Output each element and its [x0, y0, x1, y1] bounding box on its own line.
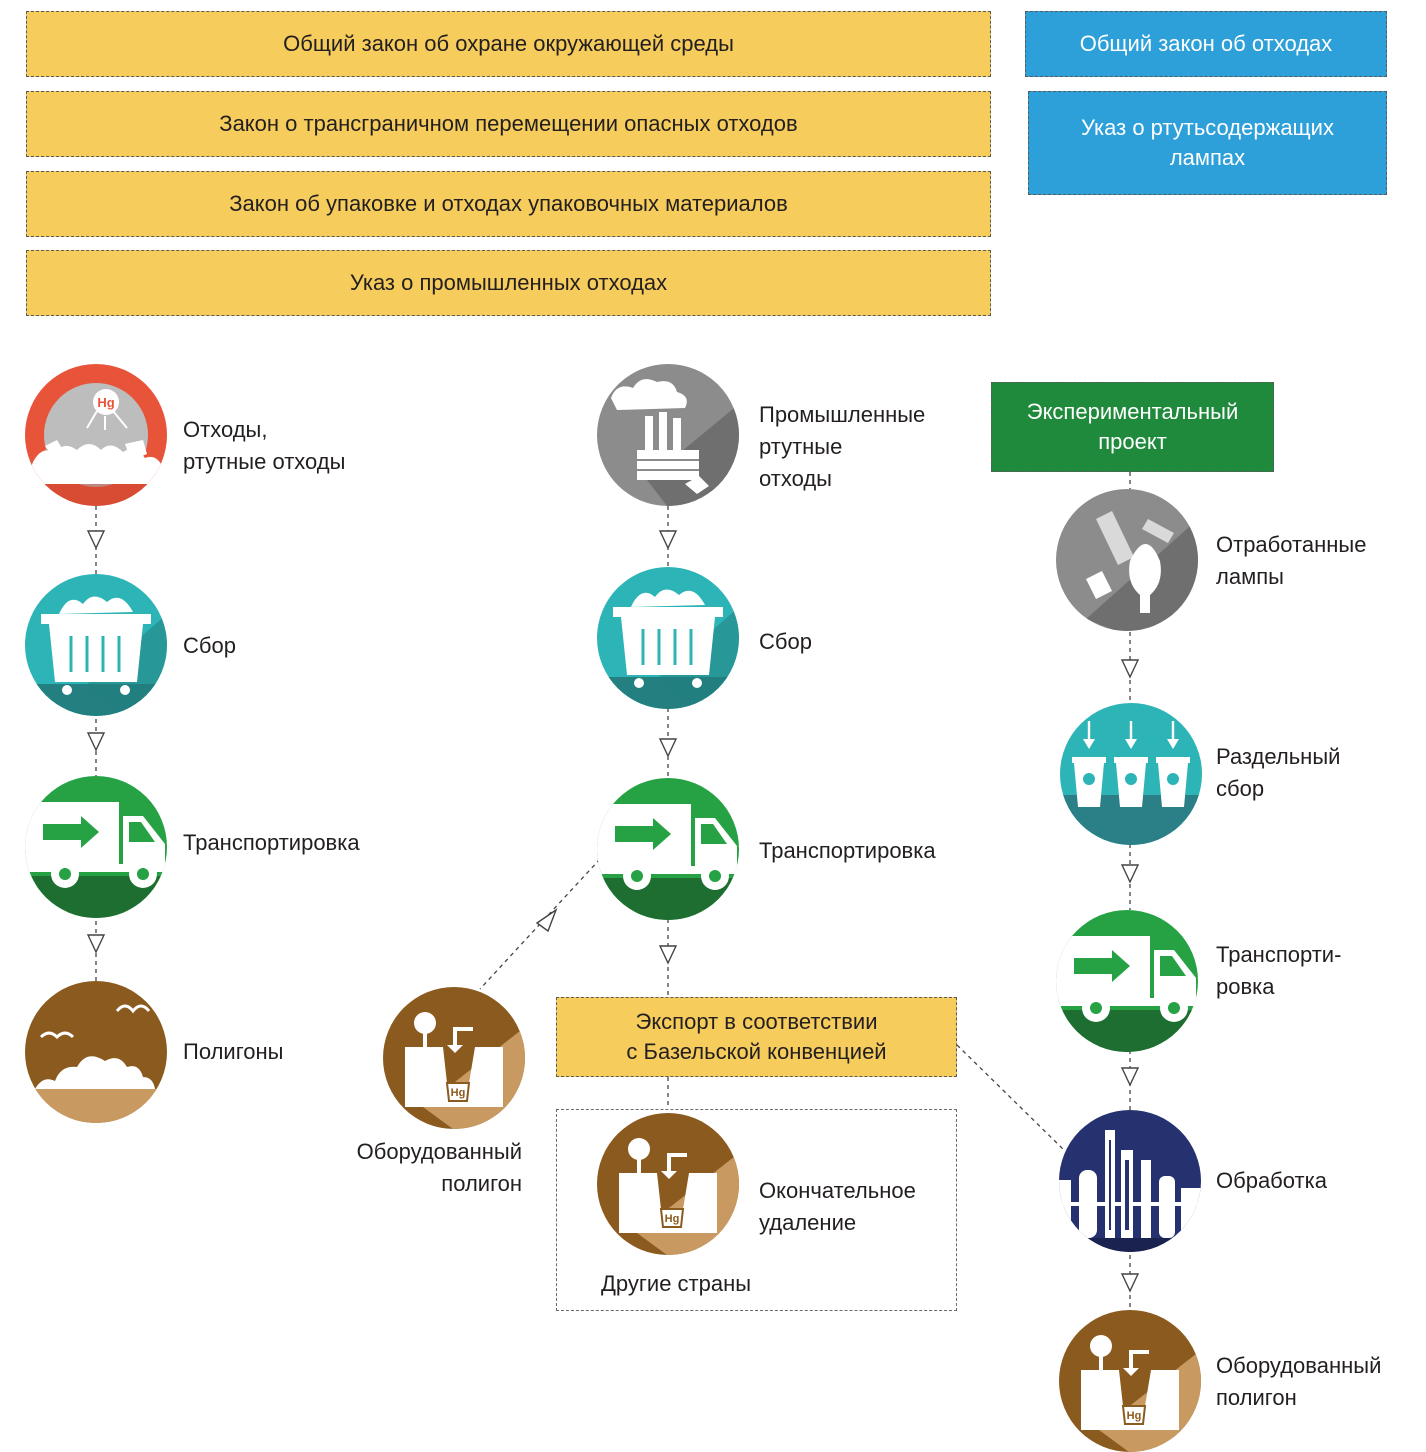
law-lamps-line2: лампах — [1169, 145, 1246, 170]
law-packaging: Закон об упаковке и отходах упаковочных … — [26, 171, 991, 237]
law-waste-text: Общий закон об отходах — [1079, 31, 1333, 57]
transport-truck-icon — [25, 776, 167, 918]
collection-bin-icon-2 — [597, 567, 739, 709]
law-transboundary: Закон о трансграничном перемещении опасн… — [26, 91, 991, 157]
law-packaging-text: Закон об упаковке и отходах упаковочных … — [229, 191, 788, 217]
pilot-project-line2: проект — [1098, 429, 1167, 454]
label-collection-2: Сбор — [759, 629, 812, 654]
hg-badge-3: Hg — [665, 1213, 680, 1225]
factory-icon — [597, 364, 739, 506]
label-equipped-landfill-1: Оборудованный полигон — [356, 1139, 522, 1196]
label-other-countries: Другие страны — [601, 1271, 752, 1296]
law-industrial-text: Указ о промышленных отходах — [349, 270, 668, 296]
law-transboundary-text: Закон о трансграничном перемещении опасн… — [219, 111, 798, 137]
label-treatment: Обработка — [1216, 1168, 1327, 1193]
label-industrial-waste: Промышленные ртутные отходы — [759, 402, 926, 491]
hg-badge-2: Hg — [451, 1087, 466, 1099]
label-final-disposal: Окончательное удаление — [759, 1178, 916, 1235]
law-lamps-line1: Указ о ртутьсодержащих — [1081, 115, 1334, 141]
export-basel-line1: Экспорт в соответствии — [635, 1009, 878, 1035]
label-collection-1: Сбор — [183, 633, 236, 658]
law-waste: Общий закон об отходах — [1025, 11, 1387, 77]
hg-badge-1: Hg — [97, 395, 114, 410]
transport-truck-icon-2 — [597, 778, 739, 920]
law-industrial: Указ о промышленных отходах — [26, 250, 991, 316]
other-countries-region — [556, 1109, 957, 1311]
law-environment-text: Общий закон об охране окружающей среды — [283, 31, 734, 57]
spent-lamps-icon — [1056, 489, 1198, 631]
label-transport-2: Транспортировка — [759, 838, 936, 863]
final-disposal-icon: Hg — [597, 1113, 739, 1255]
pilot-project-box: Экспериментальный проект — [991, 382, 1274, 472]
label-mercury-waste: Отходы, ртутные отходы — [183, 417, 346, 474]
label-separate-collection: Раздельный сбор — [1216, 744, 1341, 801]
law-environment: Общий закон об охране окружающей среды — [26, 11, 991, 77]
equipped-landfill-icon-2: Hg — [1059, 1310, 1201, 1452]
label-equipped-landfill-2: Оборудованный полигон — [1216, 1353, 1382, 1410]
collection-bin-icon — [25, 574, 167, 716]
equipped-landfill-icon-1: Hg — [383, 987, 525, 1129]
mercury-waste-icon: Hg — [25, 364, 167, 506]
law-lamps: Указ о ртутьсодержащих лампах — [1028, 91, 1387, 195]
transport-truck-icon-3 — [1056, 910, 1198, 1052]
label-spent-lamps: Отработанные лампы — [1216, 532, 1367, 589]
export-basel-line2: с Базельской конвенцией — [626, 1039, 887, 1064]
hg-badge-4: Hg — [1127, 1410, 1142, 1422]
label-landfill: Полигоны — [183, 1039, 284, 1064]
export-basel-box: Экспорт в соответствии с Базельской конв… — [556, 997, 957, 1077]
treatment-plant-icon — [1059, 1110, 1201, 1252]
label-transport-3: Транспорти- ровка — [1216, 942, 1342, 999]
landfill-icon — [25, 981, 167, 1123]
label-transport-1: Транспортировка — [183, 830, 360, 855]
pilot-project-line1: Экспериментальный — [1026, 399, 1239, 425]
separate-collection-icon — [1060, 703, 1202, 845]
